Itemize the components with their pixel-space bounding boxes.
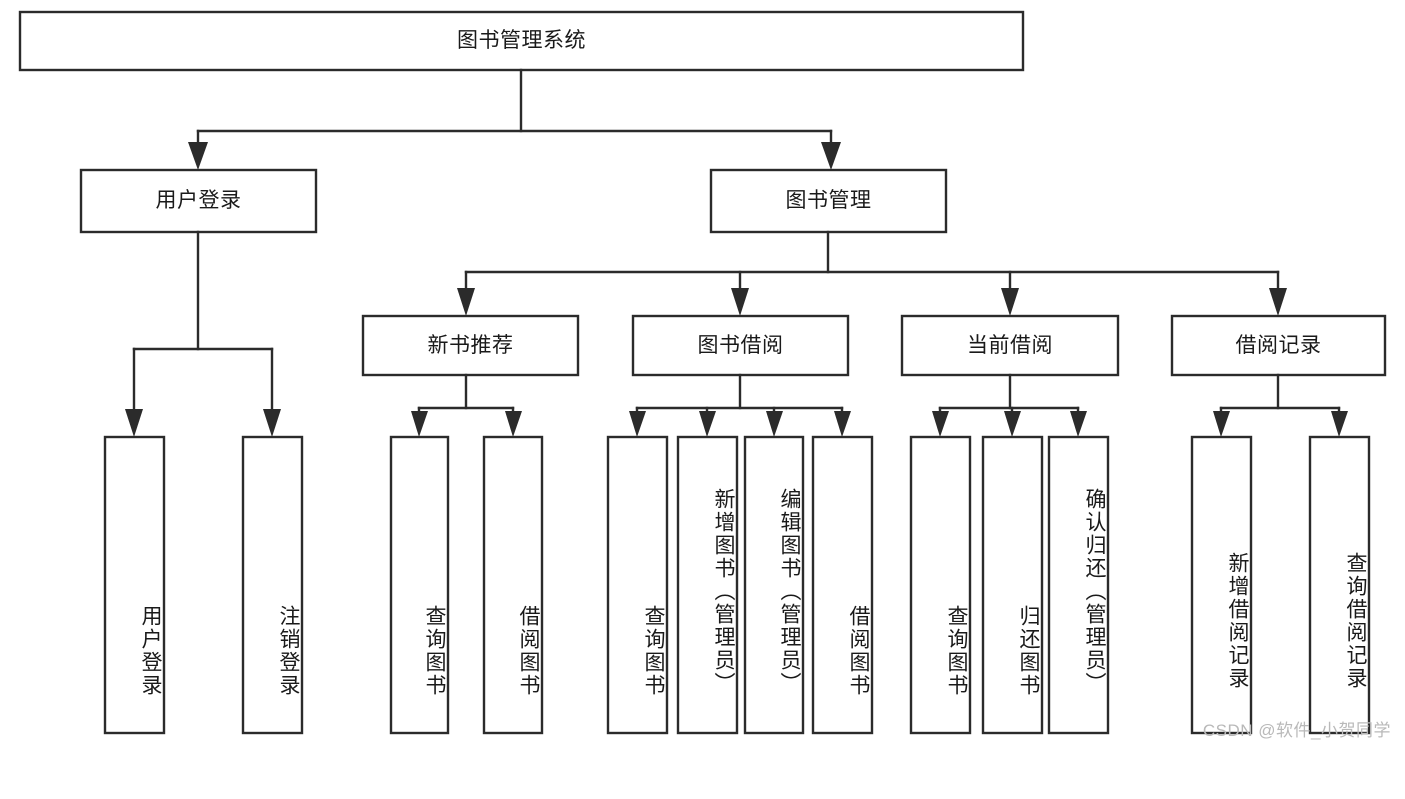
node-box-leaf-edit-book[interactable] — [743, 435, 805, 735]
node-box-leaf-add-record[interactable] — [1190, 435, 1253, 735]
node-box-leaf-logout[interactable] — [241, 435, 304, 735]
arrow-head-icon — [1004, 411, 1021, 437]
arrow-head-icon — [629, 411, 646, 437]
node-box-leaf-borrow-book-2[interactable] — [811, 435, 874, 735]
node-box-leaf-query-book-3[interactable] — [909, 435, 972, 735]
edge-group-new-book-rec — [411, 373, 522, 437]
node-box-leaf-query-book-2[interactable] — [606, 435, 669, 735]
arrow-head-icon — [1213, 411, 1230, 437]
edge-group-borrow-record — [1213, 373, 1348, 437]
edge-group-book-borrow — [629, 373, 851, 437]
node-box-leaf-query-book-1[interactable] — [389, 435, 450, 735]
diagram-root: 图书管理系统 用户登录 图书管理 新书推荐 图书借阅 当前借阅 借阅记录 用户登… — [18, 10, 1391, 740]
arrow-head-icon — [731, 288, 749, 316]
diagram-canvas — [18, 10, 1387, 735]
arrow-head-icon — [411, 411, 428, 437]
node-box-leaf-borrow-book-1[interactable] — [482, 435, 544, 735]
arrow-head-icon — [188, 142, 208, 170]
node-box-book-borrow[interactable] — [631, 314, 850, 377]
node-box-leaf-confirm-return[interactable] — [1047, 435, 1110, 735]
edge-group-book-manage — [457, 230, 1287, 316]
arrow-head-icon — [699, 411, 716, 437]
node-box-leaf-query-record[interactable] — [1308, 435, 1371, 735]
node-box-leaf-return-book[interactable] — [981, 435, 1044, 735]
edge-group-root — [188, 68, 841, 170]
arrow-head-icon — [457, 288, 475, 316]
arrow-head-icon — [1331, 411, 1348, 437]
arrow-head-icon — [125, 409, 143, 437]
arrow-head-icon — [834, 411, 851, 437]
node-box-user-login[interactable] — [79, 168, 318, 234]
arrow-head-icon — [1001, 288, 1019, 316]
edge-group-user-login — [125, 230, 281, 437]
arrow-head-icon — [766, 411, 783, 437]
node-box-current-borrow[interactable] — [900, 314, 1120, 377]
node-box-new-book-rec[interactable] — [361, 314, 580, 377]
arrow-head-icon — [505, 411, 522, 437]
arrow-head-icon — [821, 142, 841, 170]
node-box-borrow-record[interactable] — [1170, 314, 1387, 377]
node-box-leaf-user-login[interactable] — [103, 435, 166, 735]
node-box-root[interactable] — [18, 10, 1025, 72]
edge-group-current-borrow — [932, 373, 1087, 437]
arrow-head-icon — [932, 411, 949, 437]
node-box-book-manage[interactable] — [709, 168, 948, 234]
arrow-head-icon — [1070, 411, 1087, 437]
arrow-head-icon — [263, 409, 281, 437]
arrow-head-icon — [1269, 288, 1287, 316]
node-box-leaf-add-book[interactable] — [676, 435, 739, 735]
